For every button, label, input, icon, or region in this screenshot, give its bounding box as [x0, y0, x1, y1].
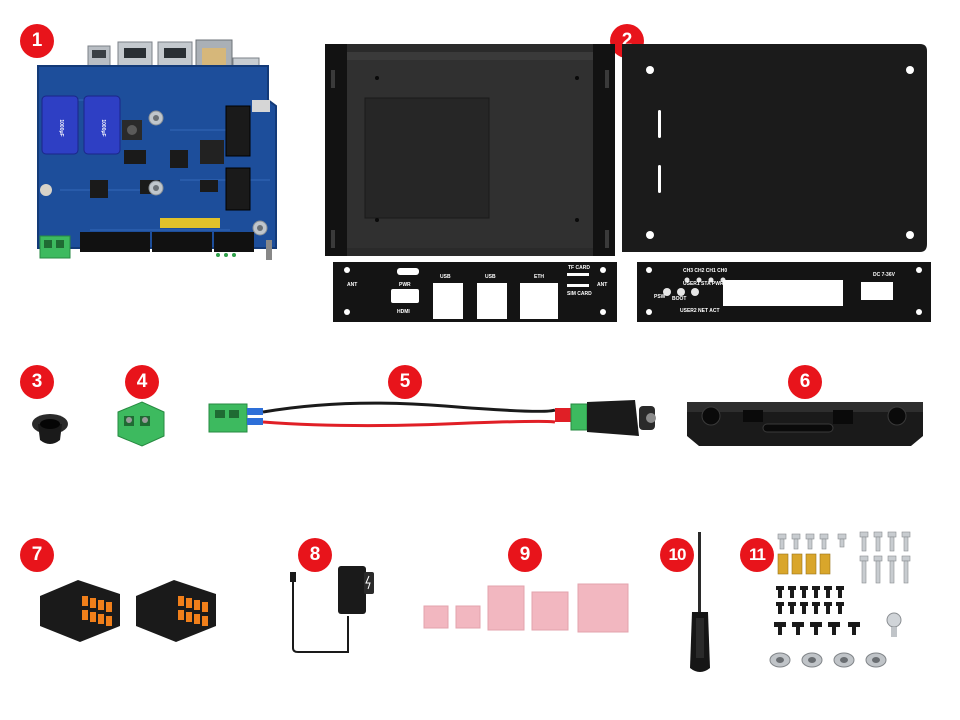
panel-ch-label: CH3 CH2 CH1 CH0: [683, 268, 727, 274]
panel-psw-label: PSW: [654, 294, 666, 300]
number-badge-6: 6: [788, 365, 822, 399]
number-badge-3: 3: [20, 365, 54, 399]
metal-case-image: ANT PWR HDMI USB USB ETH TF CARD SIM CAR…: [325, 44, 931, 322]
number-badge-11: 11: [740, 538, 774, 572]
panel-tf-card-label: TF CARD: [568, 265, 590, 271]
power-adapter-image: [290, 566, 374, 653]
panel-sim-card-label: SIM CARD: [567, 291, 592, 297]
capacitor-label-left: 1000μF: [58, 119, 64, 136]
capacitor-label-right: 1000μF: [100, 119, 106, 136]
panel-boot-label: BOOT: [672, 296, 686, 302]
number-badge-7: 7: [20, 538, 54, 572]
number-badge-4: 4: [125, 365, 159, 399]
screws-kit-image: [769, 531, 911, 668]
orange-terminal-blocks-image: [40, 580, 216, 642]
panel-pwr-label: PWR: [399, 282, 411, 288]
panel-dc-label: DC 7-36V: [873, 272, 896, 278]
dc-power-cable-image: [208, 400, 656, 436]
green-terminal-block-image: [117, 401, 165, 447]
number-badge-8: 8: [298, 538, 332, 572]
panel-ant-label: ANT: [347, 282, 357, 288]
panel-eth-label: ETH: [534, 274, 544, 280]
din-rail-mount-image: [687, 402, 923, 446]
number-badge-5: 5: [388, 365, 422, 399]
rubber-grommet-image: [32, 414, 68, 444]
thermal-pads-image: [423, 583, 629, 633]
number-badge-9: 9: [508, 538, 542, 572]
screwdriver-image: [690, 532, 710, 672]
panel-user2-label: USER2 NET ACT: [680, 308, 720, 314]
panel-user-label: USER1 STA PWR: [683, 281, 724, 287]
carrier-board-image: 1000μF 1000μF: [37, 39, 277, 260]
number-badge-10: 10: [660, 538, 694, 572]
panel-hdmi-label: HDMI: [397, 309, 410, 315]
panel-usb2-label: USB: [485, 274, 496, 280]
panel-ant2-label: ANT: [597, 282, 607, 288]
panel-usb1-label: USB: [440, 274, 451, 280]
number-badge-1: 1: [20, 24, 54, 58]
